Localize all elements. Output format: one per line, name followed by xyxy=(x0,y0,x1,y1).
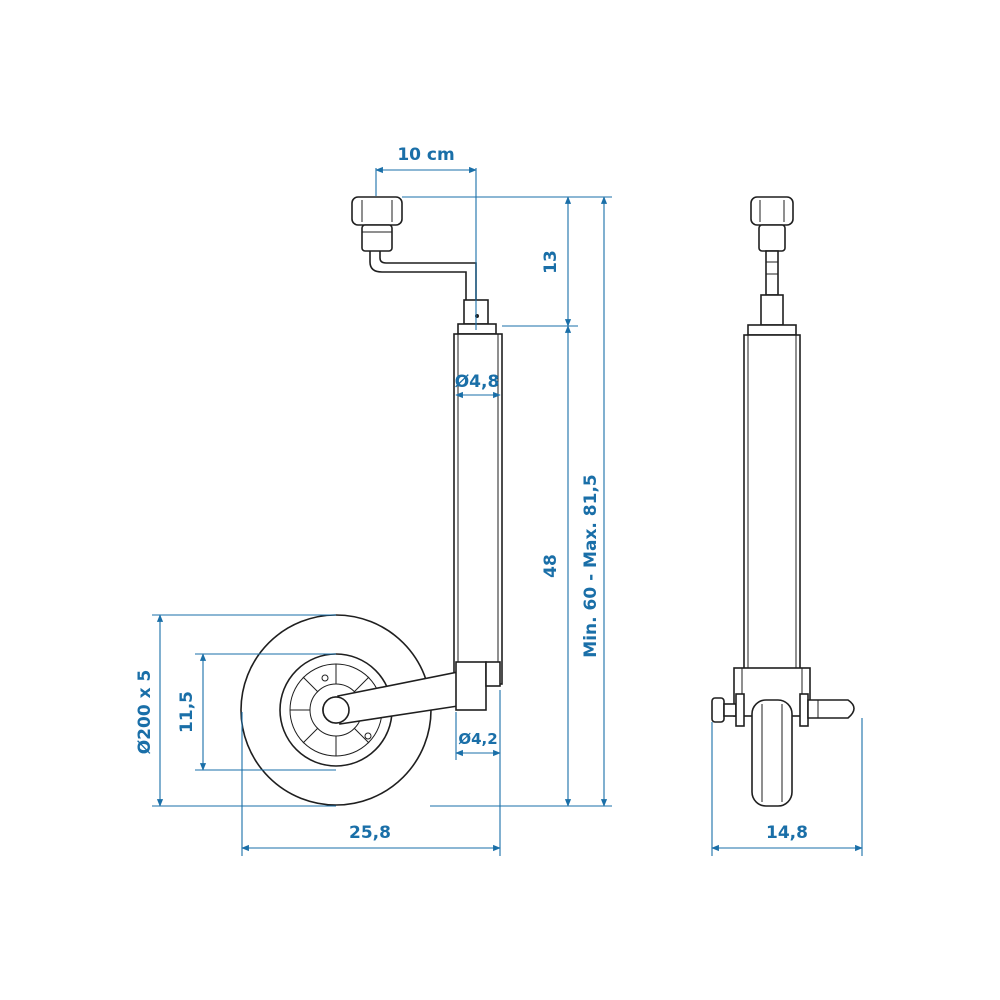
dim-crank-height: 13 xyxy=(541,250,561,274)
front-wheel xyxy=(751,699,793,807)
dim-lower-tube-diameter: Ø4,2 xyxy=(458,730,497,748)
dim-hub-height: 11,5 xyxy=(177,691,197,733)
dim-overall-depth: 25,8 xyxy=(349,823,391,843)
front-tube xyxy=(743,334,801,681)
lower-tube xyxy=(455,661,487,711)
dim-overall-width: 14,8 xyxy=(766,823,808,843)
dim-tube-length: 48 xyxy=(541,554,561,578)
clamp-handle xyxy=(807,699,855,719)
front-view xyxy=(711,196,855,807)
dim-crank-offset: 10 cm xyxy=(397,145,454,165)
crank-rod xyxy=(369,251,467,300)
dim-wheel-diameter: Ø200 x 5 xyxy=(135,670,155,755)
dim-total-height: Min. 60 - Max. 81,5 xyxy=(581,474,601,657)
dim-tube-diameter: Ø4,8 xyxy=(455,372,500,392)
side-view xyxy=(240,196,503,806)
dimension-lines xyxy=(152,166,863,856)
crank-knob xyxy=(351,196,403,252)
